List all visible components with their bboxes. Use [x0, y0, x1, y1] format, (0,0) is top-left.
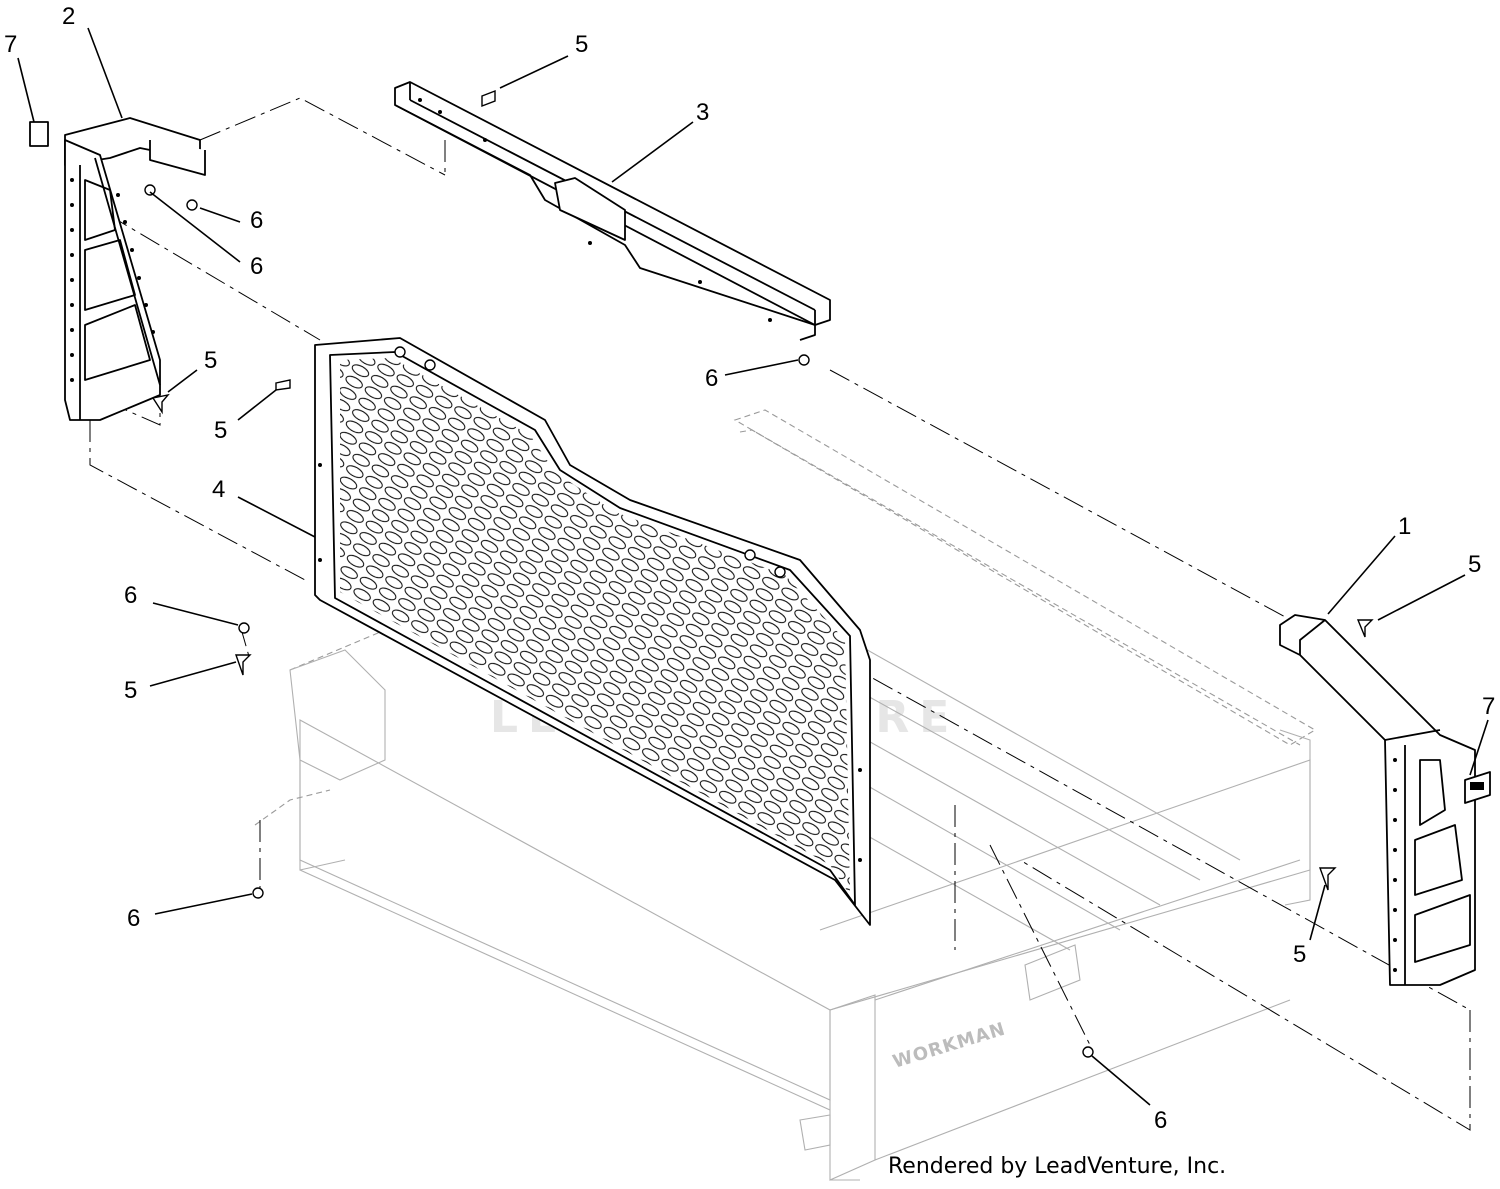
render-credit: Rendered by LeadVenture, Inc. [888, 1154, 1227, 1179]
right-side-bracket [1279, 614, 1476, 986]
mesh-pattern [340, 358, 850, 895]
hardware [144, 89, 1374, 1058]
callout-5-screen: 5 [214, 417, 227, 444]
callout-5-right-lower: 5 [1293, 941, 1306, 968]
left-side-bracket [64, 117, 206, 421]
callout-6-member: 6 [705, 365, 718, 392]
callout-5-top: 5 [575, 31, 588, 58]
callout-7-right: 7 [1482, 693, 1495, 720]
callout-6-bottom: 6 [1154, 1107, 1167, 1134]
bed-brand-label: WORKMAN [890, 1019, 1008, 1073]
callout-3: 3 [696, 99, 709, 126]
callout-5-right: 5 [1468, 551, 1481, 578]
callout-5-left-bolt: 5 [124, 677, 137, 704]
callout-7-left: 7 [4, 31, 17, 58]
callout-4: 4 [212, 476, 225, 503]
callout-5-bracket: 5 [204, 347, 217, 374]
mesh-screen-panel [314, 337, 871, 926]
left-decal [29, 121, 49, 147]
right-decal [1464, 771, 1491, 804]
bracket-holes [70, 178, 155, 382]
callout-2: 2 [62, 3, 75, 30]
callout-1: 1 [1398, 513, 1411, 540]
callout-6-upper: 6 [250, 207, 263, 234]
top-cross-member [394, 81, 831, 341]
callout-leaders [17, 27, 1489, 1106]
callout-6-lower: 6 [250, 253, 263, 280]
callout-6-bottom-left: 6 [127, 905, 140, 932]
callout-labels: 7 2 5 3 6 6 5 5 6 4 1 5 6 5 7 6 5 6 [4, 3, 1495, 1134]
callout-6-left-nut: 6 [124, 582, 137, 609]
